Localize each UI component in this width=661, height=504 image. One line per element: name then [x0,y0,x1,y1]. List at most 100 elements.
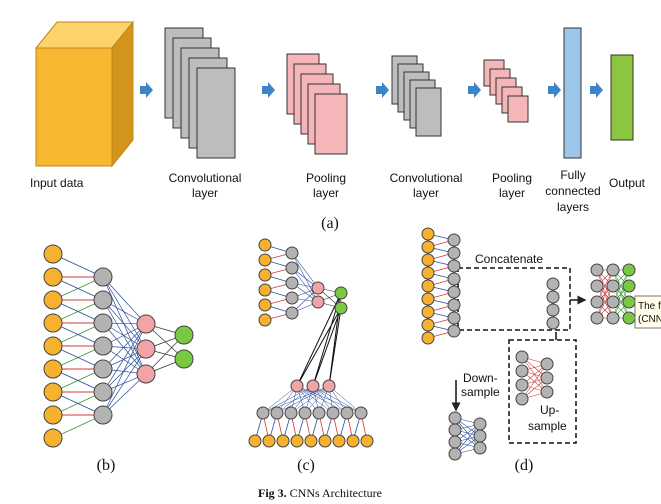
c-bottom-conv-node-1 [256,406,270,420]
b-conv-node-2 [93,290,113,310]
tooltip-popup: The f (CNN [634,295,661,329]
d-upsample-node-b1 [540,357,554,371]
c-pool-node-1 [311,281,325,295]
c-bottom-input-node-4 [290,434,304,448]
c-bottom-edge-g0-p0 [262,385,298,414]
c-bottom-edge-p1-o1 [312,307,342,387]
d-upsample-node-a2 [515,364,529,378]
c-bottom-pool-node-3 [322,379,336,393]
panel-b-connections [52,253,185,439]
c-bottom-conv-node-8 [354,406,368,420]
flow-arrow-4 [468,82,481,98]
b-pool-node-2 [136,339,156,359]
b-conv-node-7 [93,405,113,425]
c-bottom-edge-g7-p1 [312,385,362,414]
downsample-label-line1: Down- [463,371,498,385]
c-bottom-input-node-2 [262,434,276,448]
d-output-node-a3 [590,295,604,309]
b-edge-g4-p0 [102,323,147,370]
d-upsample-node-a1 [515,350,529,364]
d-right-edge-b3-0 [612,269,630,319]
d-output-node-b4 [606,311,620,325]
conv1-label-line2: layer [192,186,218,200]
b-conv-node-3 [93,313,113,333]
d-concat-node-3 [546,303,560,317]
convolutional-layer-2-stack [391,55,442,137]
c-conv-node-1 [285,246,299,260]
d-concat-node-1 [546,277,560,291]
output-label: Output [609,176,646,190]
pooling-layer-1-stack [286,53,348,155]
b-edge-g6-p2 [102,373,147,416]
b-edge-g5-p0 [102,323,147,393]
c-input-node-5 [258,298,272,312]
d-input-node-5 [421,279,435,293]
c-bottom-input-node-6 [318,434,332,448]
input-data-cube [34,20,135,168]
d-output-node-a2 [590,279,604,293]
pool1-map-5 [314,93,348,155]
concatenate-label: Concatenate [475,252,543,266]
c-bottom-pool-node-2 [306,379,320,393]
b-input-node-6 [43,359,63,379]
c-edge-g1-p1 [291,267,319,303]
c-pool-node-2 [311,295,325,309]
c-input-node-4 [258,283,272,297]
fc-label-line1: Fully [560,168,585,182]
panel-d: Concatenate Down- sample Up- sample The … [421,227,661,474]
c-bottom-conv-node-4 [298,406,312,420]
c-bottom-input-node-3 [276,434,290,448]
d-downsample-node-a3 [448,435,462,449]
b-pool-node-3 [136,364,156,384]
c-bottom-edge-g6-p1 [312,385,348,414]
upsample-label-line1: Up- [540,403,559,417]
c-output-node-2 [334,301,348,315]
b-edge-g2-p2 [102,322,147,375]
d-input-node-7 [421,305,435,319]
conv2-map-5 [415,87,442,137]
d-input-node-6 [421,292,435,306]
pool1-label-line2: layer [313,186,339,200]
d-output-node-a1 [590,263,604,277]
fc-label-line3: layers [557,200,589,214]
d-up-edge-3-0 [521,363,548,400]
d-downsample-node-a2 [448,423,462,437]
c-bottom-edge-p0-o1 [296,307,342,387]
panel-c-caption: (c) [297,457,315,474]
d-output-node-c3 [622,295,636,309]
panel-a-caption: (a) [321,215,339,232]
b-pool-node-1 [136,314,156,334]
b-conv-node-4 [93,336,113,356]
c-bottom-conv-node-3 [284,406,298,420]
c-bottom-conv-node-2 [270,406,284,420]
d-right-edge-a3-0 [596,269,614,319]
c-edge-g0-p0 [291,252,319,289]
output-bar [610,54,634,141]
upsample-dashed-box [508,339,577,444]
b-edge-g6-p0 [102,323,147,416]
b-input-node-1 [43,244,63,264]
panel-c-nodes [248,238,374,448]
figure-caption-prefix: Fig 3. [258,486,287,500]
c-bottom-edge-p0-o0 [296,292,342,387]
c-bottom-edge-g1-p2 [276,385,330,414]
b-input-node-2 [43,267,63,287]
figure-caption: Fig 3. CNNs Architecture [258,486,382,500]
d-upsample-node-a4 [515,392,529,406]
c-bottom-input-node-9 [360,434,374,448]
d-conv-node-8 [447,324,461,338]
c-conv-node-2 [285,261,299,275]
c-bottom-input-node-8 [346,434,360,448]
fully-connected-bar [563,27,582,159]
b-edge-g0-p0 [102,276,147,325]
pool1-label-line1: Pooling [306,171,346,185]
c-bottom-edge-g0-p1 [262,385,314,414]
d-output-node-a4 [590,311,604,325]
b-edge-g1-p1 [102,299,147,350]
c-bottom-input-node-1 [248,434,262,448]
upsample-label-line2: sample [528,419,567,433]
d-downsample-node-b3 [473,441,487,455]
c-bottom-conv-node-5 [312,406,326,420]
tooltip-line1: The f [638,301,661,312]
c-bottom-edge-g5-p0 [296,385,334,414]
